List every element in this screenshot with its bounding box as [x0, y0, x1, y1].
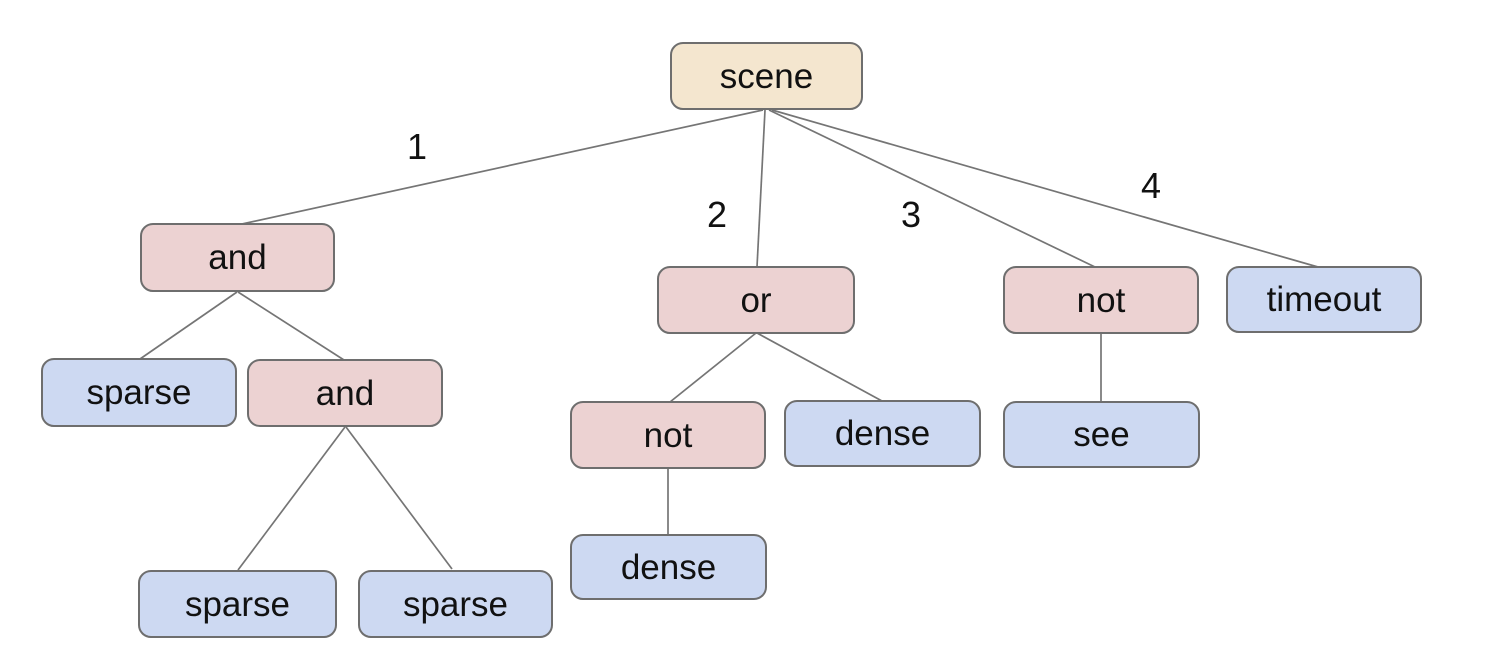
node-not-2: not: [570, 401, 766, 469]
edge-label-4: 4: [1140, 165, 1162, 206]
edge-and-sparse: [139, 291, 238, 360]
edge-or-dense: [756, 332, 883, 402]
node-not-1: not: [1003, 266, 1199, 334]
node-or: or: [657, 266, 855, 334]
node-and-1: and: [140, 223, 335, 292]
edge-scene-and: [241, 109, 764, 225]
node-sparse-3: sparse: [358, 570, 553, 638]
edge-and-and: [237, 291, 345, 361]
node-and-2: and: [247, 359, 443, 427]
node-timeout: timeout: [1226, 266, 1422, 333]
node-dense-1: dense: [784, 400, 981, 467]
edge-scene-not: [768, 109, 1096, 268]
edge-scene-timeout: [771, 109, 1319, 268]
node-sparse-1: sparse: [41, 358, 237, 427]
node-sparse-2: sparse: [138, 570, 337, 638]
node-see: see: [1003, 401, 1200, 468]
node-dense-2: dense: [570, 534, 767, 600]
edge-and2-sparse: [237, 426, 346, 571]
edge-and2-sparse2: [345, 426, 453, 570]
edge-or-not: [669, 332, 757, 403]
edge-label-3: 3: [900, 194, 922, 235]
edge-label-1: 1: [406, 126, 428, 167]
edge-label-2: 2: [706, 194, 728, 235]
edge-scene-or: [756, 109, 766, 268]
node-scene: scene: [670, 42, 863, 110]
